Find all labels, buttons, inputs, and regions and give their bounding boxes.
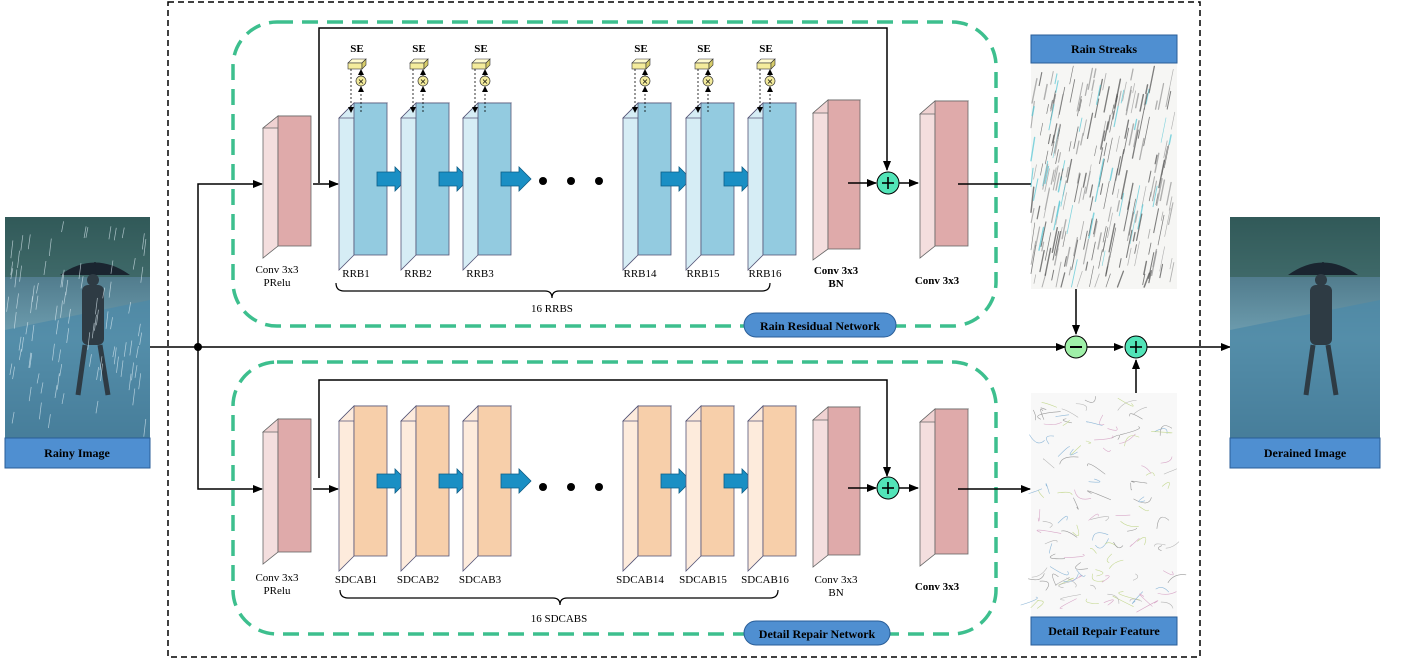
svg-text:×: × (767, 77, 774, 86)
se-module: SE × (631, 43, 651, 113)
rrb-block-label: RRB3 (466, 268, 494, 280)
sdcab-block-2: SDCAB2 (397, 405, 450, 586)
se-label: SE (350, 43, 363, 55)
rrb-block-label: RRB15 (686, 268, 720, 280)
rrb-arrow-4 (660, 166, 692, 192)
se-module: SE × (409, 43, 429, 113)
sdcab-arrow-3 (500, 468, 532, 494)
detail-feature-title-box (1030, 616, 1178, 646)
ellipsis-bottom (539, 483, 603, 491)
add-op-top (876, 171, 900, 195)
rain-last-conv-label-2: BN (828, 278, 843, 290)
rain-last-conv-label-1: Conv 3x3 (814, 265, 859, 277)
detail-repair-region (231, 360, 998, 636)
sdcab-arrow-4 (660, 468, 692, 494)
skip-connection-bottom (318, 379, 891, 478)
svg-text:×: × (358, 77, 365, 86)
se-label: SE (474, 43, 487, 55)
rrb-block-label: RRB2 (404, 268, 432, 280)
svg-text:×: × (642, 77, 649, 86)
rrb-block-1: RRB1 (338, 102, 388, 280)
se-label: SE (759, 43, 772, 55)
detail-feature-image (1020, 393, 1187, 617)
rrb-arrow-3 (500, 166, 532, 192)
sdcab-block-label: SDCAB15 (679, 574, 727, 586)
rrb-block-label: RRB1 (342, 268, 370, 280)
sdcab-block-5: SDCAB15 (679, 405, 735, 586)
svg-text:×: × (705, 77, 712, 86)
rain-first-conv-label-2: PRelu (264, 277, 291, 289)
derained-image-title-box (1229, 437, 1381, 469)
sdcab-block-label: SDCAB14 (616, 574, 664, 586)
rain-first-conv-label-1: Conv 3x3 (255, 264, 299, 276)
sdcab-block-label: SDCAB16 (741, 574, 789, 586)
rain-last-conv (811, 99, 862, 261)
detail-repair-title: Detail Repair Network (743, 620, 891, 646)
detail-feature-label: Detail Repair Feature (1048, 624, 1160, 638)
sdcab-block-4: SDCAB14 (616, 405, 672, 586)
detail-last-conv-label-1: Conv 3x3 (814, 574, 858, 586)
rain-out-conv (918, 100, 970, 259)
se-module: SE × (347, 43, 367, 113)
detail-last-conv (811, 406, 862, 568)
brace-top (335, 282, 771, 299)
rain-streaks-image (1030, 63, 1177, 289)
detail-repair-title-text: Detail Repair Network (759, 627, 876, 641)
outer-frame (167, 1, 1201, 658)
rrb-block-5: RRB15 (685, 102, 735, 280)
svg-text:×: × (420, 77, 427, 86)
rainy-image-title-box (4, 437, 151, 469)
derained-image-label: Derained Image (1264, 446, 1347, 460)
subtract-op (1064, 335, 1088, 359)
rrb-block-label: RRB14 (623, 268, 657, 280)
detail-first-conv-label-2: PRelu (264, 585, 291, 597)
branch-to-rain (197, 180, 263, 347)
svg-text:×: × (482, 77, 489, 86)
sdcab-block-label: SDCAB3 (459, 574, 502, 586)
rain-residual-region (231, 20, 998, 328)
se-label: SE (697, 43, 710, 55)
rain-brace-label: 16 RRBS (531, 303, 573, 315)
se-label: SE (412, 43, 425, 55)
rain-residual-title-text: Rain Residual Network (760, 319, 880, 333)
rain-streaks-title-box (1030, 34, 1178, 64)
detail-last-conv-label-2: BN (828, 587, 843, 599)
rain-streaks-label: Rain Streaks (1071, 42, 1137, 56)
branch-to-detail (197, 347, 263, 493)
rrb-block-label: RRB16 (748, 268, 782, 280)
ellipsis-top (539, 177, 603, 185)
skip-connection-top (318, 27, 891, 183)
detail-out-conv (918, 408, 970, 567)
rain-blocks: RRB1 SE × RRB2 SE × RRB3 SE × RRB14 SE × RRB15 SE × RRB… (338, 43, 797, 280)
detail-first-conv-label-1: Conv 3x3 (255, 572, 299, 584)
sdcab-block-3: SDCAB3 (459, 405, 512, 586)
sdcab-block-1: SDCAB1 (335, 405, 388, 586)
se-module: SE × (756, 43, 776, 113)
detail-brace-label: 16 SDCABS (531, 613, 588, 625)
rainy-image (5, 217, 150, 438)
se-module: SE × (471, 43, 491, 113)
detail-first-conv (261, 418, 312, 565)
rrb-block-3: RRB3 (462, 102, 512, 280)
rain-residual-title: Rain Residual Network (743, 312, 897, 338)
rain-out-conv-label: Conv 3x3 (915, 275, 960, 287)
rrb-block-6: RRB16 (747, 102, 797, 280)
rain-first-conv (261, 115, 312, 259)
sdcab-block-label: SDCAB2 (397, 574, 439, 586)
sdcab-block-label: SDCAB1 (335, 574, 377, 586)
detail-blocks: SDCAB1 SDCAB2 SDCAB3 SDCAB14 SDCAB15 SDCAB16 (335, 405, 797, 586)
final-add-op (1124, 335, 1148, 359)
sdcab-block-6: SDCAB16 (741, 405, 797, 586)
detail-out-conv-label: Conv 3x3 (915, 581, 960, 593)
derained-image (1230, 217, 1380, 438)
se-module: SE × (694, 43, 714, 113)
rrb-block-2: RRB2 (400, 102, 450, 280)
rrb-block-4: RRB14 (622, 102, 672, 280)
se-label: SE (634, 43, 647, 55)
add-op-bottom (876, 476, 900, 500)
brace-bottom (339, 589, 779, 606)
rainy-image-label: Rainy Image (44, 446, 110, 460)
